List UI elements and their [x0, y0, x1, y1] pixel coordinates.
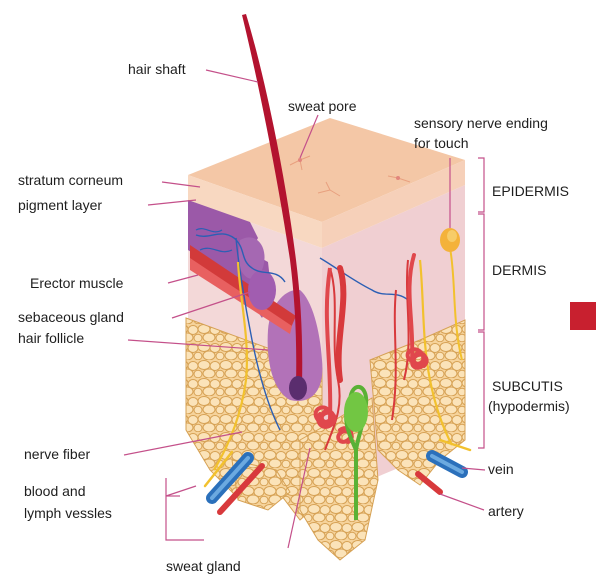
- label-erector-muscle: Erector muscle: [30, 275, 123, 292]
- layer-epidermis: EPIDERMIS: [492, 183, 569, 200]
- accent-square: [570, 302, 596, 330]
- label-pigment-layer: pigment layer: [18, 197, 102, 214]
- label-sensory-nerve-line2: for touch: [414, 135, 468, 152]
- blood-lymph-bracket: [166, 478, 204, 540]
- sebaceous-gland-shape: [248, 270, 276, 310]
- label-sensory-nerve-line1: sensory nerve ending: [414, 115, 548, 132]
- layer-subcutis-line2: (hypodermis): [488, 398, 570, 415]
- layer-brackets: [478, 158, 484, 448]
- label-sweat-pore: sweat pore: [288, 98, 356, 115]
- label-sweat-gland: sweat gland: [166, 558, 241, 575]
- label-vein: vein: [488, 461, 514, 478]
- layer-subcutis-line1: SUBCUTIS: [492, 378, 563, 395]
- label-sebaceous-gland: sebaceous gland: [18, 309, 124, 326]
- label-nerve-fiber: nerve fiber: [24, 446, 90, 463]
- label-blood-lymph-line2: lymph vessles: [24, 505, 112, 522]
- label-artery: artery: [488, 503, 524, 520]
- label-blood-lymph-line1: blood and: [24, 483, 86, 500]
- label-hair-follicle: hair follicle: [18, 330, 84, 347]
- label-stratum-corneum: stratum corneum: [18, 172, 123, 189]
- label-hair-shaft: hair shaft: [128, 61, 186, 78]
- layer-dermis: DERMIS: [492, 262, 546, 279]
